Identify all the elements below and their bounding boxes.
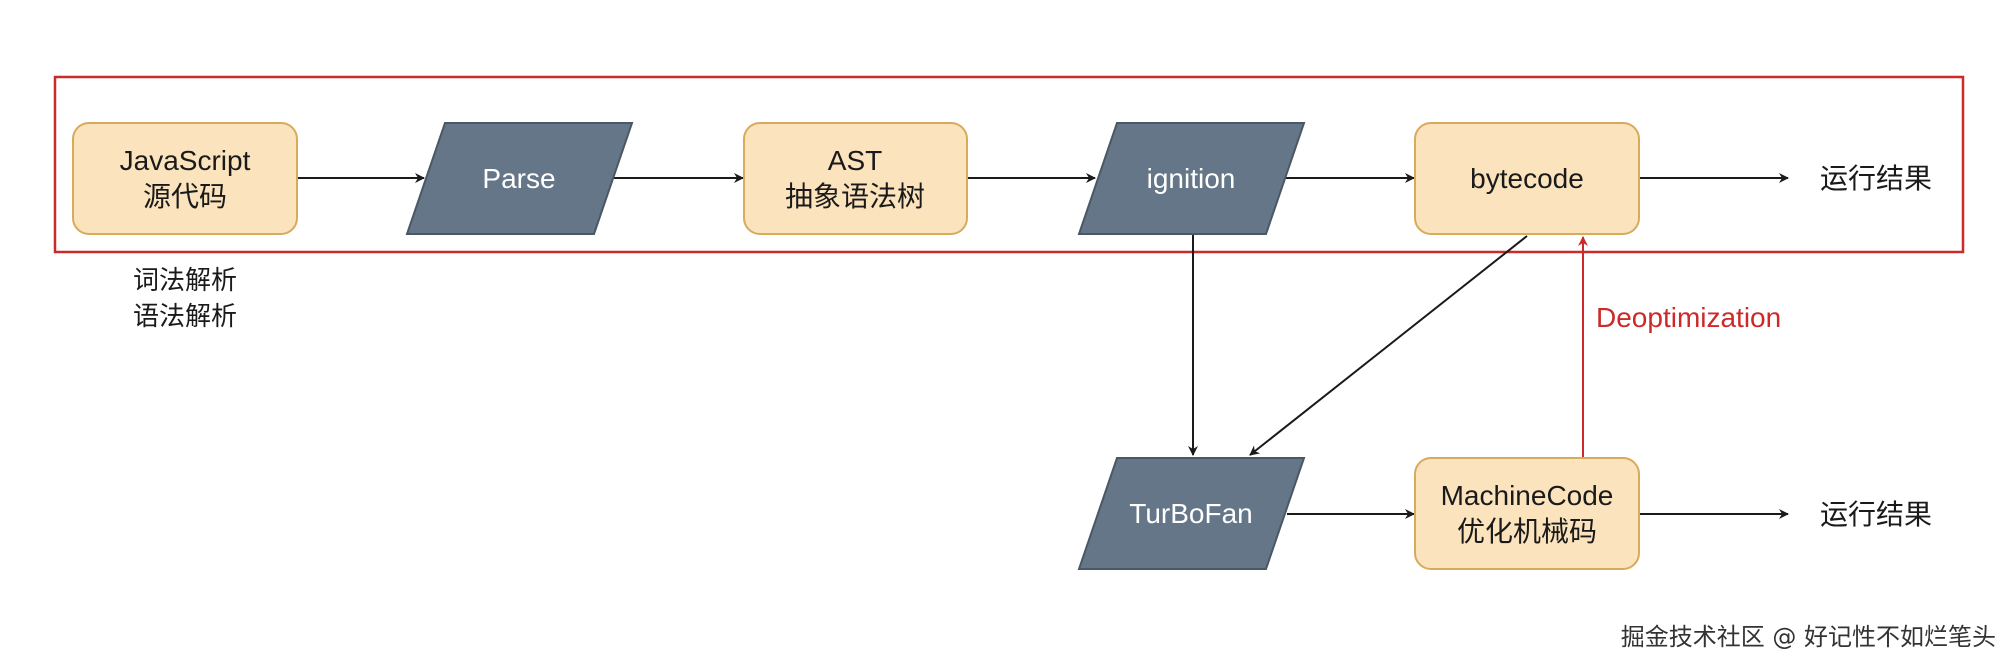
node-result-top: 运行结果 bbox=[1820, 162, 1932, 195]
node-ast: AST 抽象语法树 bbox=[743, 122, 968, 235]
node-parse: Parse bbox=[405, 122, 634, 235]
note-syntax-analysis: 语法解析 bbox=[133, 302, 237, 332]
node-bytecode-label: bytecode bbox=[1470, 163, 1584, 194]
node-javascript-line1: JavaScript bbox=[120, 145, 251, 176]
node-result-bottom: 运行结果 bbox=[1820, 498, 1932, 531]
node-ignition: ignition bbox=[1077, 122, 1306, 235]
node-ignition-label: ignition bbox=[1147, 163, 1236, 194]
node-ast-line2: 抽象语法树 bbox=[785, 181, 925, 212]
node-javascript-line2: 源代码 bbox=[143, 181, 227, 212]
node-javascript: JavaScript 源代码 bbox=[72, 122, 298, 235]
node-machinecode-line2: 优化机械码 bbox=[1457, 516, 1597, 547]
node-bytecode: bytecode bbox=[1414, 122, 1640, 235]
node-parse-label: Parse bbox=[482, 163, 555, 194]
node-ast-line1: AST bbox=[828, 145, 882, 176]
note-lexical-analysis: 词法解析 bbox=[133, 266, 237, 296]
highlight-frame bbox=[53, 75, 1965, 254]
edge-bytecode-to-turbofan bbox=[1249, 235, 1528, 456]
deoptimization-label: Deoptimization bbox=[1596, 302, 1781, 333]
watermark: 掘金技术社区 @ 好记性不如烂笔头 bbox=[1621, 623, 1996, 651]
node-turbofan-label: TurBoFan bbox=[1129, 498, 1252, 529]
node-machinecode-line1: MachineCode bbox=[1441, 480, 1614, 511]
node-machinecode: MachineCode 优化机械码 bbox=[1414, 457, 1640, 570]
node-turbofan: TurBoFan bbox=[1077, 457, 1306, 570]
